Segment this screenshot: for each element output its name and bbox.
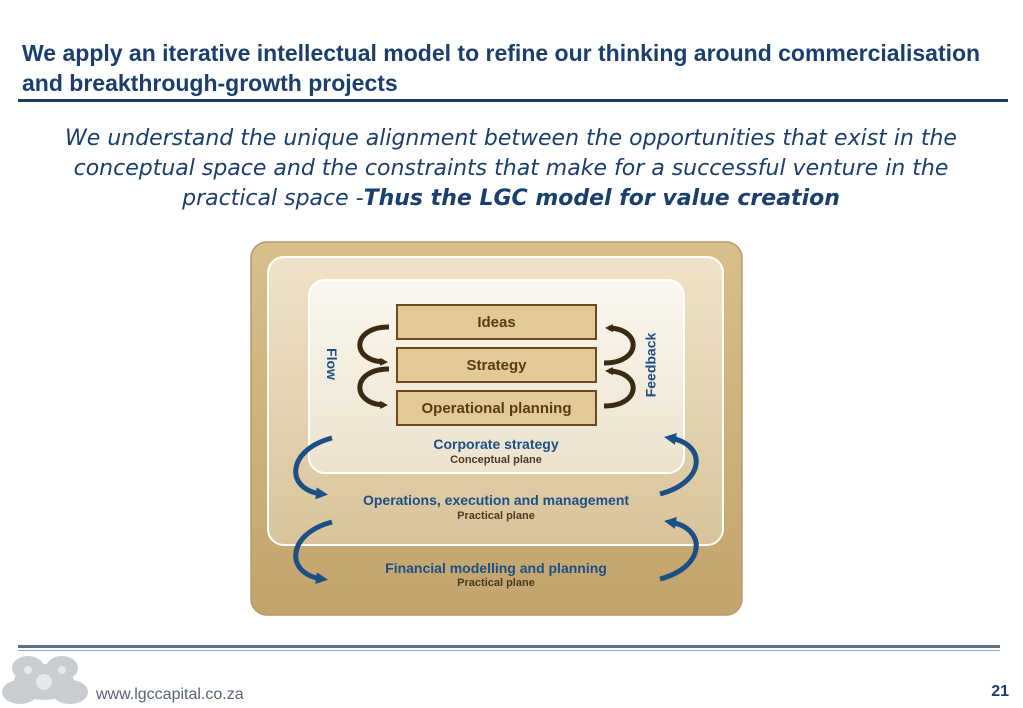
- plane-arrow-right-upper: [659, 433, 699, 497]
- feedback-arrow-top: [603, 324, 636, 366]
- plane-title-operations: Operations, execution and management: [362, 492, 630, 508]
- title-divider: [18, 99, 1008, 102]
- plane-sub-practical-1: Practical plane: [457, 510, 535, 522]
- box-label-ideas: Ideas: [477, 313, 516, 331]
- footer-website-link[interactable]: www.lgccapital.co.za: [96, 686, 244, 703]
- plane-arrow-right-lower: [659, 517, 699, 582]
- plane-arrow-left-lower: [293, 519, 333, 585]
- slide-title: We apply an iterative intellectual model…: [22, 40, 981, 96]
- box-label-operational-planning: Operational planning: [421, 399, 572, 417]
- flow-label: Flow: [323, 348, 340, 380]
- subtitle-main: We understand the unique alignment betwe…: [65, 126, 957, 211]
- footer-divider-thin: [18, 650, 1000, 651]
- feedback-label: Feedback: [642, 332, 659, 398]
- feedback-arrow-bottom: [603, 367, 636, 409]
- plane-title-corporate-strategy: Corporate strategy: [433, 436, 559, 452]
- lgc-logo-icon: [2, 656, 88, 704]
- footer-divider: [18, 645, 1000, 648]
- box-operational-planning: [396, 390, 597, 426]
- flow-arrow-bottom: [357, 366, 390, 409]
- plane-arrow-left-upper: [293, 435, 333, 500]
- plane-sub-conceptual: Conceptual plane: [450, 454, 542, 466]
- subtitle-emphasis: Thus the LGC model for value creation: [363, 186, 840, 211]
- box-strategy: [396, 347, 597, 383]
- plane-sub-practical-2: Practical plane: [457, 577, 535, 589]
- page-number: 21: [991, 683, 1009, 700]
- box-label-strategy: Strategy: [466, 356, 527, 374]
- plane-title-financial-modelling: Financial modelling and planning: [385, 560, 607, 576]
- box-ideas: [396, 304, 597, 340]
- flow-arrow-top: [357, 324, 390, 366]
- slide-subtitle: We understand the unique alignment betwe…: [30, 124, 992, 214]
